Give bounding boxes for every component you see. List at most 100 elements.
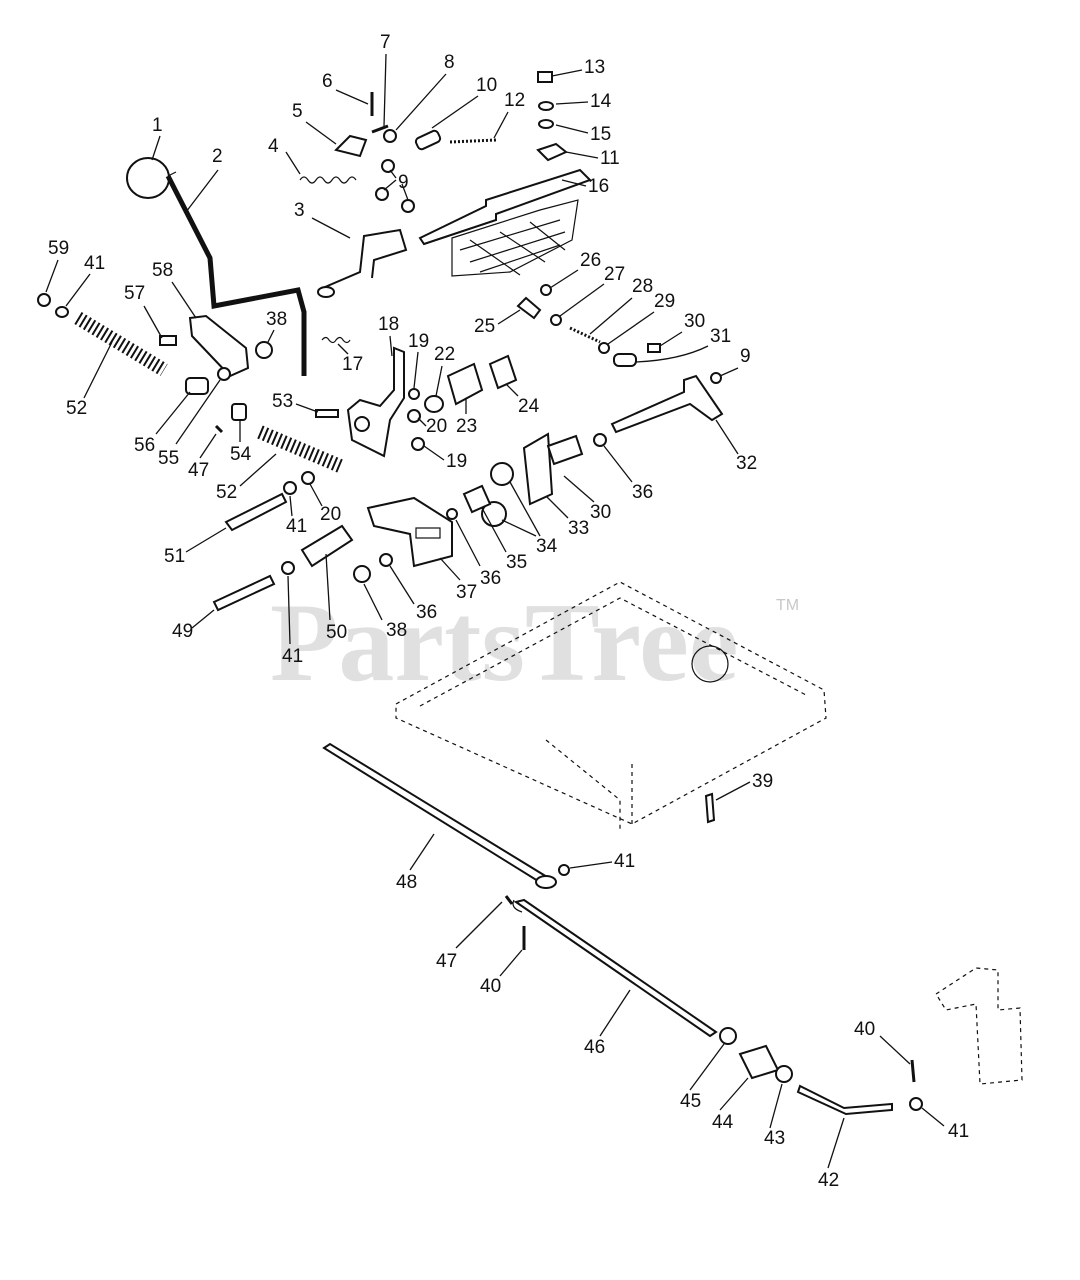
part-bolt-57[interactable] (159, 335, 177, 346)
part-washer-41a[interactable] (55, 306, 69, 318)
part-nut-9b[interactable] (375, 187, 389, 201)
part-bolt-49[interactable] (212, 574, 276, 612)
callout-12: 12 (504, 90, 525, 111)
callout-47a: 47 (436, 951, 457, 972)
callout-41c: 41 (282, 646, 303, 667)
callout-4: 4 (268, 136, 279, 157)
part-nut-41b[interactable] (283, 481, 297, 495)
part-pin-47b[interactable] (504, 895, 514, 905)
part-spring-17[interactable] (321, 336, 351, 344)
part-nut-9a[interactable] (381, 159, 395, 173)
part-washer-20a[interactable] (407, 409, 421, 423)
callout-23: 23 (456, 416, 477, 437)
callout-36a: 36 (632, 482, 653, 503)
part-nut-9c[interactable] (401, 199, 415, 213)
part-roller-34a[interactable] (490, 462, 514, 486)
callout-32: 32 (736, 453, 757, 474)
callout-59: 59 (48, 238, 69, 259)
part-rod-end-31[interactable] (613, 353, 637, 367)
part-ferrule[interactable] (414, 129, 442, 151)
part-ball-joint[interactable] (516, 296, 542, 320)
part-nut-8[interactable] (383, 129, 397, 143)
part-pivot-rod[interactable] (418, 168, 592, 246)
part-rod-48[interactable] (322, 742, 554, 888)
callout-27: 27 (604, 264, 625, 285)
part-bolt-7[interactable] (371, 124, 389, 134)
part-nut-41c[interactable] (281, 561, 295, 575)
callout-8: 8 (444, 52, 455, 73)
part-spacer-54[interactable] (231, 403, 247, 421)
callout-52a: 52 (66, 398, 87, 419)
part-screw-30a[interactable] (647, 343, 661, 353)
part-knob[interactable] (126, 157, 170, 199)
callout-35: 35 (506, 552, 527, 573)
part-washer-14[interactable] (538, 101, 554, 111)
part-pin-47a[interactable] (214, 424, 224, 434)
part-threaded-rod[interactable] (449, 138, 497, 144)
part-washer-22[interactable] (424, 395, 444, 413)
part-small-bracket[interactable] (334, 134, 368, 158)
callout-36c: 36 (416, 602, 437, 623)
part-coupler-44[interactable] (738, 1044, 780, 1080)
part-spring-small[interactable] (299, 176, 357, 184)
part-nut-41d[interactable] (558, 864, 570, 876)
part-nut-27[interactable] (550, 314, 562, 326)
callout-45: 45 (680, 1091, 701, 1112)
part-nut-36c[interactable] (379, 553, 393, 567)
part-washer-20b[interactable] (301, 471, 315, 485)
part-rod-42[interactable] (796, 1084, 893, 1116)
part-bolt-13[interactable] (537, 71, 553, 83)
callout-44: 44 (712, 1112, 734, 1133)
callout-41d: 41 (614, 851, 635, 872)
part-rod-46[interactable] (513, 898, 718, 1038)
part-nut-9d[interactable] (710, 372, 722, 384)
part-nut-29[interactable] (598, 342, 610, 354)
part-bushing-24[interactable] (488, 354, 518, 390)
part-pin-40b[interactable] (910, 1059, 916, 1083)
part-spring-52a[interactable] (74, 312, 168, 376)
part-spring-52b[interactable] (257, 425, 343, 473)
callout-6: 6 (322, 71, 333, 92)
callout-5: 5 (292, 101, 303, 122)
part-nut-26[interactable] (540, 284, 552, 296)
part-shaft-bracket[interactable] (317, 228, 408, 291)
part-plate-slot (415, 527, 441, 539)
tractor-frame (395, 581, 827, 825)
part-cross-shaft[interactable] (610, 374, 724, 434)
part-bolt-39[interactable] (704, 792, 716, 824)
callouts: 1 2 3 4 5 6 7 8 9 10 12 13 14 15 11 16 1… (45, 32, 969, 1191)
part-nut-36b[interactable] (446, 508, 458, 520)
part-nut-45[interactable] (719, 1027, 737, 1045)
part-nut-59[interactable] (37, 293, 51, 307)
part-lever-bracket-33[interactable] (522, 432, 554, 506)
part-pedal[interactable] (451, 199, 579, 277)
part-nut-36a[interactable] (593, 433, 607, 447)
part-bolt-51[interactable] (224, 492, 288, 532)
part-spring-23[interactable] (446, 362, 484, 406)
callout-17: 17 (342, 354, 363, 375)
part-link-58[interactable] (188, 314, 250, 378)
part-spacer-50[interactable] (300, 524, 354, 568)
part-screw-53[interactable] (315, 409, 339, 418)
part-plate-37[interactable] (366, 496, 453, 568)
part-clip[interactable] (536, 142, 568, 162)
callout-56: 56 (134, 435, 155, 456)
callout-47b: 47 (188, 460, 209, 481)
part-nut-19b[interactable] (411, 437, 425, 451)
part-nut-38b[interactable] (353, 565, 371, 583)
part-bolt-28[interactable] (569, 326, 601, 344)
part-bushing-56[interactable] (185, 377, 209, 395)
part-nut-38a[interactable] (255, 341, 273, 359)
mounting-bracket (935, 967, 1023, 1085)
part-spacer-35[interactable] (462, 484, 492, 514)
part-nut-43[interactable] (775, 1065, 793, 1083)
part-washer-55[interactable] (217, 367, 231, 381)
callout-41a: 41 (84, 253, 105, 274)
part-washer-15[interactable] (538, 119, 554, 129)
part-nut-19a[interactable] (408, 388, 420, 400)
part-shift-lever[interactable] (165, 174, 307, 376)
callout-9a: 9 (398, 172, 409, 193)
part-nut-41e[interactable] (909, 1097, 923, 1111)
callout-26: 26 (580, 250, 601, 271)
callout-58: 58 (152, 260, 173, 281)
